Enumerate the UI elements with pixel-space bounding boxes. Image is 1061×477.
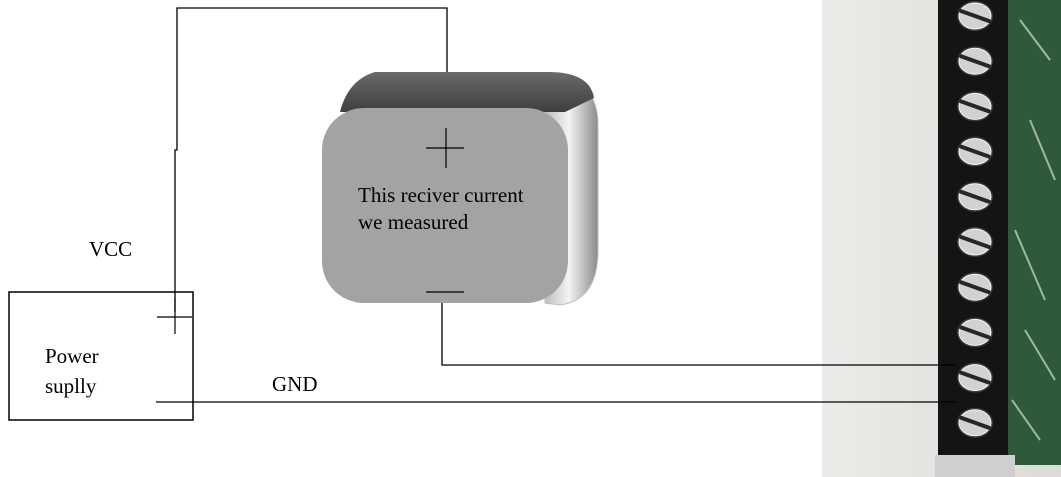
slotted-screw-icon — [957, 1, 993, 31]
power-supply-box — [8, 291, 194, 421]
slotted-screw-icon — [957, 407, 993, 438]
terminal-block-photo — [822, 0, 1061, 477]
pcb-board — [1005, 0, 1061, 465]
power-supply-label-line1: Power — [45, 344, 99, 368]
pcb-traces — [1011, 19, 1056, 441]
receiver-output-wire — [441, 293, 957, 366]
slotted-screw-icon — [957, 272, 993, 303]
terminal-block-shadow — [935, 455, 1015, 477]
wires — [156, 7, 957, 403]
screw-row — [957, 1, 993, 438]
slotted-screw-icon — [957, 181, 993, 212]
receiver-face — [322, 108, 568, 303]
receiver-top — [340, 72, 594, 112]
receiver-plus-icon — [426, 128, 464, 168]
receiver-block — [322, 72, 599, 306]
power-supply-plus-icon — [157, 298, 192, 334]
receiver-label-line1: This reciver current — [358, 183, 524, 207]
slotted-screw-icon — [957, 46, 993, 77]
receiver-label-line2: we measured — [358, 210, 469, 234]
vcc-label: VCC — [89, 237, 133, 261]
slotted-screw-icon — [957, 227, 993, 257]
slotted-screw-icon — [957, 136, 993, 167]
gnd-label: GND — [272, 372, 318, 396]
power-supply-label-line2: suplly — [45, 374, 97, 398]
slotted-screw-icon — [957, 317, 993, 348]
slotted-screw-icon — [957, 362, 993, 393]
slotted-screw-icon — [957, 91, 993, 122]
vcc-wire — [174, 7, 448, 312]
